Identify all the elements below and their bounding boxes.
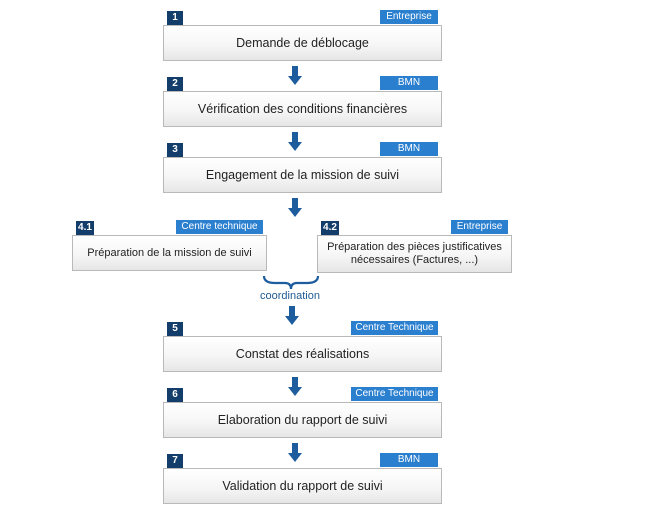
step-4-1-actor: Centre technique xyxy=(176,220,263,234)
step-6-label: Elaboration du rapport de suivi xyxy=(217,413,388,427)
arrow-down-icon xyxy=(285,306,299,325)
step-6-actor: Centre Technique xyxy=(351,387,438,401)
brace-icon xyxy=(262,275,320,290)
step-3-label: Engagement de la mission de suivi xyxy=(205,168,400,182)
step-7-number: 7 xyxy=(167,454,183,468)
coordination-label: coordination xyxy=(260,290,320,302)
step-7-box: Validation du rapport de suivi xyxy=(163,468,442,504)
step-2-box: Vérification des conditions financières xyxy=(163,91,442,127)
step-4-1-box: Préparation de la mission de suivi xyxy=(72,235,267,271)
arrow-down-icon xyxy=(288,443,302,462)
step-4-2-label-line2: nécessaires (Factures, ...) xyxy=(350,254,479,266)
step-3-actor: BMN xyxy=(380,142,438,156)
step-1-label: Demande de déblocage xyxy=(236,36,369,50)
step-6-number: 6 xyxy=(167,388,183,402)
step-1-actor: Entreprise xyxy=(380,10,438,24)
step-6-box: Elaboration du rapport de suivi xyxy=(163,402,442,438)
step-2-actor: BMN xyxy=(380,76,438,90)
step-4-2-label-line1: Préparation des pièces justificatives xyxy=(327,241,502,253)
step-7-actor: BMN xyxy=(380,453,438,467)
step-4-2-actor: Entreprise xyxy=(451,220,508,234)
step-3-box: Engagement de la mission de suivi xyxy=(163,157,442,193)
step-4-1-label: Préparation de la mission de suivi xyxy=(87,246,252,259)
step-1-number: 1 xyxy=(167,11,183,25)
step-4-2-box: Préparation des pièces justificatives né… xyxy=(317,235,512,273)
arrow-down-icon xyxy=(288,377,302,396)
step-5-actor: Centre Technique xyxy=(351,321,438,335)
step-5-number: 5 xyxy=(167,322,183,336)
step-4-1-number: 4.1 xyxy=(76,221,94,235)
step-1-box: Demande de déblocage xyxy=(163,25,442,61)
step-5-box: Constat des réalisations xyxy=(163,336,442,372)
arrow-down-icon xyxy=(288,132,302,151)
step-7-label: Validation du rapport de suivi xyxy=(222,479,383,493)
step-3-number: 3 xyxy=(167,143,183,157)
step-2-number: 2 xyxy=(167,77,183,91)
arrow-down-icon xyxy=(288,198,302,217)
step-5-label: Constat des réalisations xyxy=(235,347,370,361)
step-2-label: Vérification des conditions financières xyxy=(197,102,408,116)
step-4-2-number: 4.2 xyxy=(321,221,339,235)
arrow-down-icon xyxy=(288,66,302,85)
